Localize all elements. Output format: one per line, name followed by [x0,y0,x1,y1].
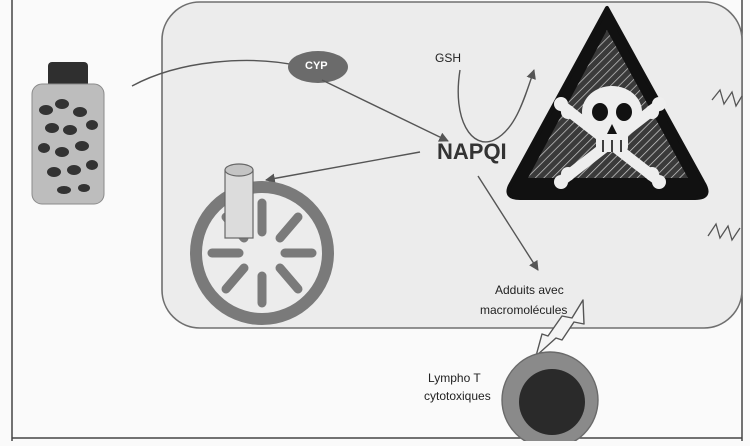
napqi-label: NAPQI [437,139,507,164]
zigzag-mark-lower [707,222,741,242]
cyp-enzyme [288,51,348,83]
uptake-curve [131,59,301,87]
arrow-napqi-to-adducts [477,175,539,271]
skull-crossbones-warning-icon [506,6,709,200]
arrow-gsh-detox [457,69,536,143]
adducts-label-line1: Adduits avec [495,283,564,297]
zigzag-mark-upper [711,88,743,108]
lympho-label-line1: Lympho T [428,371,481,385]
arrow-cyp-to-napqi [321,79,449,142]
cyp-label: CYP [305,60,328,72]
gsh-label: GSH [435,51,462,65]
lymphocyte-cell-icon [501,351,599,446]
arrow-napqi-to-mitochondrion [265,151,421,184]
mitochondrion-icon [190,163,334,325]
lympho-label-line2: cytotoxiques [424,389,491,403]
pill-bottle-icon [31,62,105,205]
adducts-label-line2: macromolécules [480,303,568,317]
